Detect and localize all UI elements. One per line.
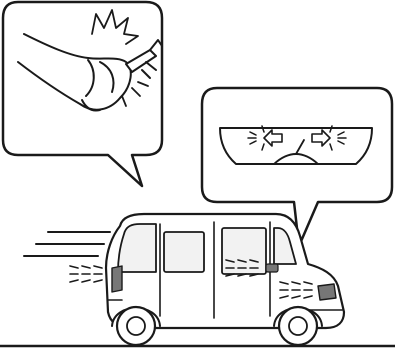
side-window-mid (222, 228, 266, 274)
rear-lamp (112, 266, 122, 292)
front-wheel-hub (289, 317, 307, 335)
brake-pedal-callout (3, 2, 162, 186)
side-mirror (266, 264, 278, 272)
front-lamp (318, 284, 336, 300)
car-icon (106, 214, 344, 345)
motion-lines-icon (24, 232, 110, 256)
meter-cluster-outline (220, 128, 372, 164)
rear-wheel-hub (127, 317, 145, 335)
side-window-rear (164, 232, 204, 272)
